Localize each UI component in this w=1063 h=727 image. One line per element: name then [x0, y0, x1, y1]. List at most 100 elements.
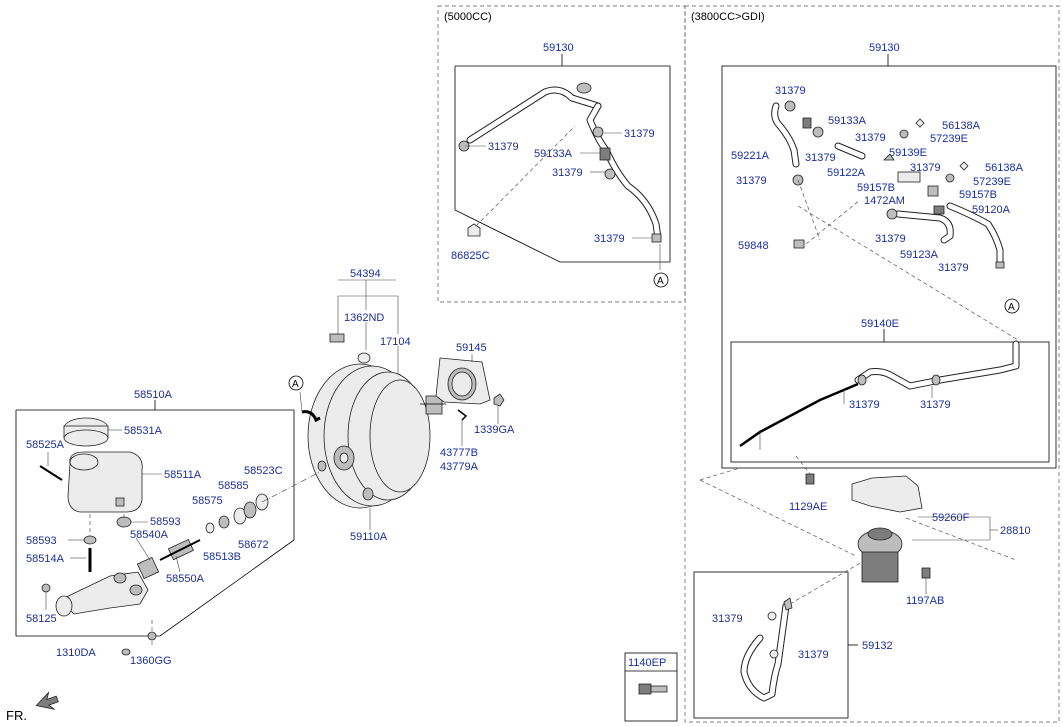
label-1129ae: 1129AE	[789, 501, 827, 513]
piston-58540a	[136, 556, 160, 580]
bolt-1472am	[933, 205, 945, 215]
front-direction-arrow-icon	[35, 691, 59, 710]
svg-text:A: A	[657, 276, 664, 287]
vacuum-hose-box-3800	[721, 65, 1057, 469]
label-59123a: 59123A	[900, 249, 939, 261]
plug-56138a	[915, 118, 925, 128]
hose-clamp	[931, 374, 941, 386]
connector-59157b	[897, 171, 921, 183]
front-direction-label: FR.	[6, 708, 27, 723]
label-58511a: 58511A	[164, 469, 202, 481]
label-59133a: 59133A	[828, 115, 867, 127]
label-57239e: 57239E	[973, 176, 1011, 188]
label-31379: 31379	[552, 167, 583, 179]
label-58523c: 58523C	[244, 465, 283, 477]
vacuum-pump-body	[861, 551, 899, 583]
label-31379: 31379	[938, 262, 969, 274]
label-43777b: 43777B	[440, 447, 478, 459]
label-31379: 31379	[875, 233, 906, 245]
nut-1339ga	[493, 393, 505, 407]
hose-clamp	[812, 126, 824, 138]
plug-56138a	[959, 161, 969, 171]
label-58672: 58672	[238, 539, 269, 551]
clip-43777b	[457, 409, 468, 421]
grommet-58593	[83, 535, 97, 545]
hose-clamp	[592, 126, 604, 138]
bolt-1197ab	[921, 567, 931, 579]
label-58510a: 58510A	[134, 389, 173, 401]
label-58575: 58575	[192, 495, 223, 507]
master-cylinder-frame	[15, 409, 295, 637]
label-58513b: 58513B	[203, 551, 241, 563]
washer-1360gg	[147, 631, 157, 641]
vacuum-hose-box-5000	[454, 65, 671, 263]
label-59110a: 59110A	[350, 531, 388, 543]
grommet-1362nd	[357, 352, 371, 364]
pin-58525a	[39, 465, 63, 481]
cap-57239e	[899, 129, 909, 139]
hose-clamp	[767, 611, 777, 621]
label-1197ab: 1197AB	[906, 595, 944, 607]
label-31379: 31379	[775, 85, 806, 97]
reference-marker-a-5000: A	[653, 272, 669, 288]
svg-text:A: A	[1008, 302, 1015, 313]
hose-clamp	[857, 374, 867, 386]
label-86825c: 86825C	[451, 250, 490, 262]
label-59132: 59132	[862, 640, 893, 652]
label-31379: 31379	[920, 399, 951, 411]
label-59130-left: 59130	[543, 42, 574, 54]
label-1140ep: 1140EP	[628, 657, 666, 669]
booster-pushrod	[425, 395, 443, 415]
label-59130-right: 59130	[869, 42, 900, 54]
label-59157b: 59157B	[959, 189, 997, 201]
label-17104: 17104	[380, 336, 411, 348]
label-59157b: 59157B	[857, 182, 895, 194]
label-59122a: 59122A	[827, 167, 866, 179]
reference-marker-a-booster: A	[288, 375, 304, 391]
label-57239e: 57239E	[930, 133, 968, 145]
label-58593: 58593	[26, 535, 57, 547]
label-1310da: 1310DA	[56, 647, 96, 659]
section-header-5000cc: (5000CC)	[444, 11, 492, 23]
label-31379: 31379	[624, 128, 655, 140]
label-1339ga: 1339GA	[474, 424, 515, 436]
vacuum-pump-bracket	[851, 475, 923, 513]
label-31379: 31379	[594, 233, 625, 245]
label-58593: 58593	[150, 516, 181, 528]
cap-57239e	[945, 173, 955, 183]
label-59139e: 59139E	[889, 147, 927, 159]
nut-1310da	[121, 648, 131, 656]
label-31379: 31379	[488, 141, 519, 153]
label-59140e: 59140E	[861, 318, 899, 330]
hose-clamp	[769, 649, 779, 659]
label-58540a: 58540A	[130, 529, 169, 541]
vacuum-pipe-box-59140e	[730, 341, 1050, 463]
label-58550a: 58550A	[166, 573, 205, 585]
fitting-59139e	[883, 153, 895, 161]
label-31379: 31379	[910, 162, 941, 174]
booster-check-valve	[301, 410, 321, 423]
label-59221a: 59221A	[731, 150, 770, 162]
hose-clamp	[604, 168, 616, 180]
label-56138a: 56138A	[942, 120, 981, 132]
label-1472am: 1472AM	[864, 195, 905, 207]
label-59145: 59145	[456, 342, 487, 354]
label-31379: 31379	[849, 399, 880, 411]
label-43779a: 43779A	[440, 461, 479, 473]
bolt-54394	[329, 333, 345, 343]
label-31379: 31379	[805, 152, 836, 164]
section-3800cc-frame	[684, 5, 1060, 723]
svg-text:A: A	[292, 379, 299, 390]
label-58514a: 58514A	[26, 553, 65, 565]
label-59120a: 59120A	[972, 204, 1011, 216]
hose-clamp	[886, 208, 898, 220]
clip-59848	[793, 239, 805, 249]
hose-clamp	[784, 100, 796, 112]
plug-58125	[41, 583, 51, 593]
label-58531a: 58531A	[124, 425, 163, 437]
check-valve-59133a	[802, 117, 812, 129]
leader-dashed	[475, 125, 576, 227]
section-header-3800cc: (3800CC>GDI)	[691, 11, 765, 23]
